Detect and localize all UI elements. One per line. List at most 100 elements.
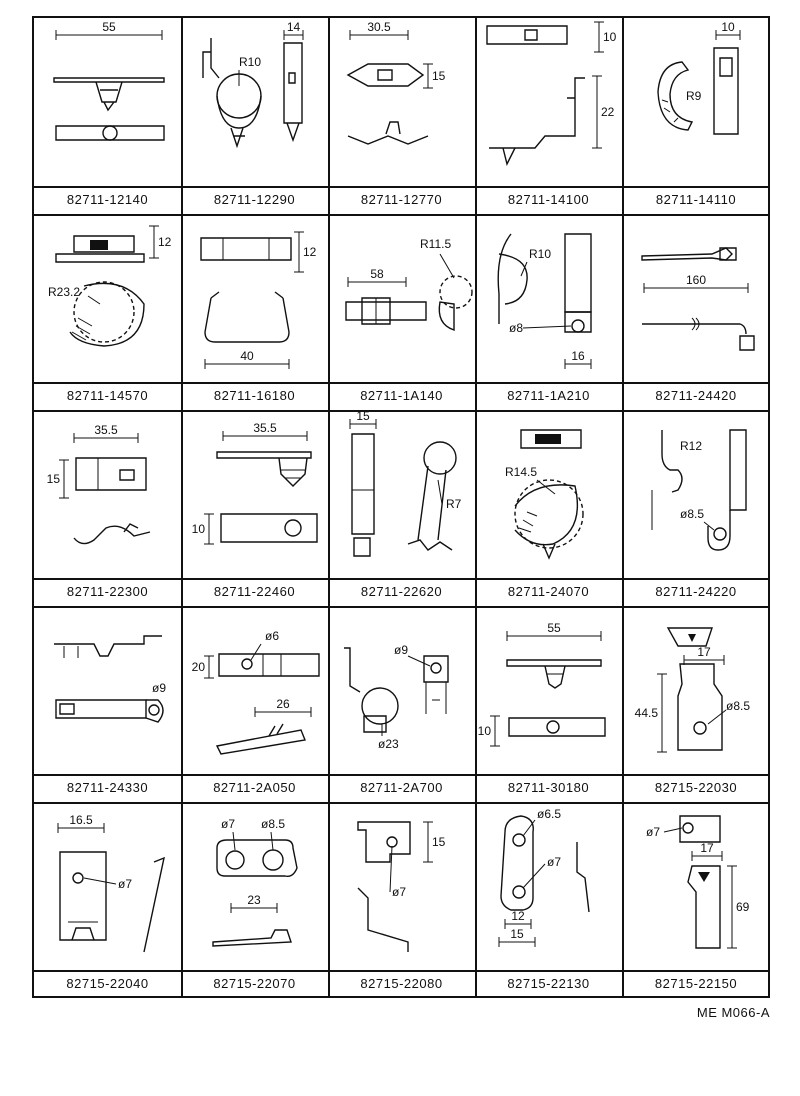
dimension-label: ø7 xyxy=(118,877,132,891)
dimension-label: ø8.5 xyxy=(726,699,750,713)
grid-row-divider xyxy=(34,802,768,804)
part-number: 82715-22150 xyxy=(654,976,738,991)
part-number: 82711-24070 xyxy=(507,584,590,599)
grid-column-divider xyxy=(475,18,477,996)
part-drawing: ø7 17 69 xyxy=(646,802,750,970)
part-cell: R12 ø8.5 82711-24220 xyxy=(622,410,770,606)
part-number: 82715-22040 xyxy=(66,976,149,991)
grid-column-divider xyxy=(622,18,624,996)
dimension-label: ø7 xyxy=(547,855,561,869)
dimension-label: ø23 xyxy=(378,737,399,751)
dimension-label: ø6.5 xyxy=(537,807,561,821)
part-drawing: 30.5 15 xyxy=(328,20,446,186)
part-number: 82715-22080 xyxy=(360,976,443,991)
dimension-label: ø9 xyxy=(394,643,408,657)
part-drawing: ø9 xyxy=(34,606,166,774)
part-cell: 12 40 82711-16180 xyxy=(181,214,328,410)
dimension-label: ø8.5 xyxy=(680,507,704,521)
dimension-label: 44.5 xyxy=(635,706,659,720)
part-number-divider xyxy=(34,382,768,384)
part-number: 82711-24420 xyxy=(655,388,737,403)
part-cell: 35.5 10 82711-22460 xyxy=(181,410,328,606)
dimension-label: 10 xyxy=(721,20,735,34)
grid-row-divider xyxy=(34,214,768,216)
part-drawing: ø6.5 ø7 12 15 xyxy=(475,807,622,970)
part-cell: ø7 17 69 82715-22150 xyxy=(622,802,770,998)
part-number: 82715-22130 xyxy=(507,976,590,991)
dimension-label: 17 xyxy=(700,841,714,855)
part-number: 82711-12770 xyxy=(360,192,443,207)
dimension-label: 15 xyxy=(432,835,446,849)
dimension-label: 55 xyxy=(102,20,116,34)
dimension-label: R12 xyxy=(680,439,702,453)
part-number: 82711-24220 xyxy=(655,584,737,599)
dimension-label: 35.5 xyxy=(253,421,277,435)
dimension-label: 15 xyxy=(432,69,446,83)
dimension-label: 10 xyxy=(603,30,617,44)
dimension-label: 58 xyxy=(370,267,384,281)
dimension-label: 12 xyxy=(303,245,317,259)
dimension-label: R7 xyxy=(446,497,462,511)
dimension-label: R11.5 xyxy=(420,237,451,251)
dimension-label: 15 xyxy=(510,927,524,941)
dimension-label: 17 xyxy=(697,645,711,659)
dimension-label: 23 xyxy=(247,893,261,907)
dimension-label: R14.5 xyxy=(505,465,537,479)
dimension-label: 22 xyxy=(601,105,615,119)
dimension-label: R10 xyxy=(239,55,261,69)
dimension-label: 16.5 xyxy=(69,813,93,827)
dimension-label: 16 xyxy=(571,349,585,363)
part-number: 82711-14100 xyxy=(507,192,590,207)
dimension-label: 12 xyxy=(158,235,172,249)
part-number: 82715-22030 xyxy=(654,780,738,795)
part-drawing: ø9 ø23 xyxy=(328,643,475,751)
reference-code: ME M066-A xyxy=(696,1005,770,1020)
dimension-label: 30.5 xyxy=(367,20,391,34)
part-drawing: 35.515 xyxy=(47,423,181,578)
part-number: 82715-22070 xyxy=(213,976,296,991)
dimension-label: 35.5 xyxy=(94,423,118,437)
part-number-divider xyxy=(34,970,768,972)
grid-row-divider xyxy=(34,410,768,412)
part-number: 82711-22460 xyxy=(213,584,296,599)
part-drawing: 58 R11.5 xyxy=(328,237,475,382)
dimension-label: 69 xyxy=(736,900,750,914)
dimension-label: ø8.5 xyxy=(261,817,285,831)
grid-column-divider xyxy=(328,18,330,996)
dimension-label: 40 xyxy=(240,349,254,363)
dimension-label: 10 xyxy=(192,522,206,536)
part-number: 82711-14570 xyxy=(66,388,149,403)
part-number: 82711-30180 xyxy=(507,780,590,795)
dimension-label: 20 xyxy=(192,660,206,674)
part-number-divider xyxy=(34,186,768,188)
part-drawing: 15 ø7 xyxy=(328,802,446,970)
dimension-label: 55 xyxy=(547,621,561,635)
dimension-label: 12 xyxy=(511,909,525,923)
dimension-label: ø7 xyxy=(646,825,660,839)
dimension-label: ø7 xyxy=(392,885,406,899)
dimension-label: 14 xyxy=(287,20,301,34)
dimension-label: R9 xyxy=(686,89,702,103)
part-number: 82711-16180 xyxy=(213,388,296,403)
part-number: 82711-22620 xyxy=(360,584,443,599)
dimension-label: R23.2 xyxy=(48,285,80,299)
part-drawing: R14.5 xyxy=(505,410,622,578)
part-drawing: 17 44.5 ø8.5 xyxy=(635,606,750,774)
part-number-divider xyxy=(34,774,768,776)
grid-column-divider xyxy=(181,18,183,996)
part-drawing: 160 xyxy=(622,214,770,382)
